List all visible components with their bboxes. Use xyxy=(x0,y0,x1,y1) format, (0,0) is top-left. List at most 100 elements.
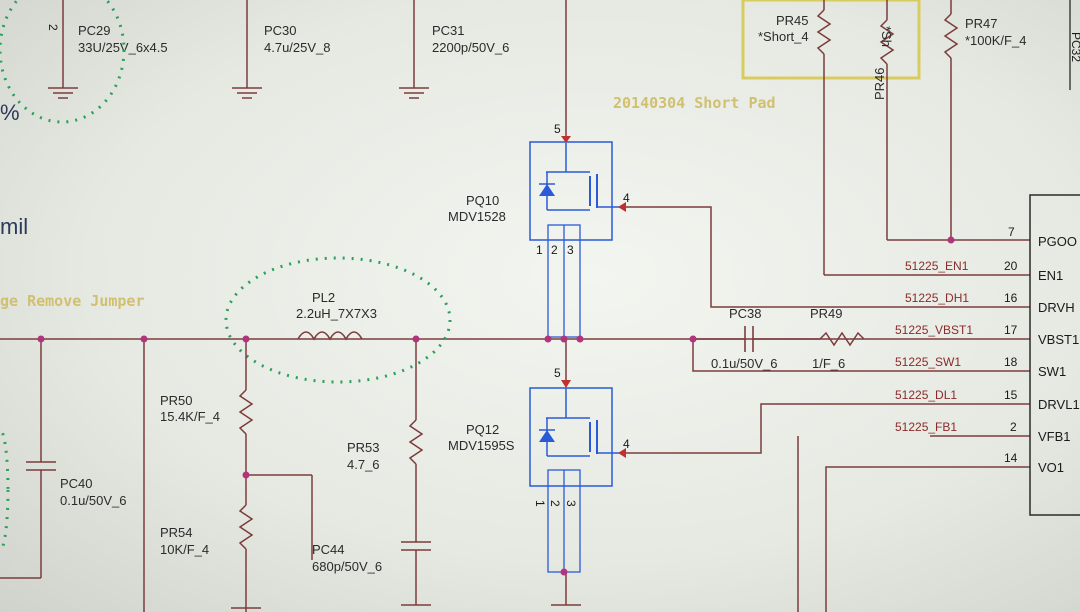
pq10-pin-drain: 5 xyxy=(554,122,561,136)
pr53-ref: PR53 xyxy=(347,440,380,455)
ic-pin-name: DRVH xyxy=(1038,300,1075,315)
jumper-note: ge Remove Jumper xyxy=(0,292,145,310)
resistor-pr47: PR47 *100K/F_4 xyxy=(943,0,1026,240)
junction-dots xyxy=(37,236,955,576)
pc30-value: 4.7u/25V_8 xyxy=(264,40,331,55)
pc31-value: 2200p/50V_6 xyxy=(432,40,509,55)
pr45-ref: PR45 xyxy=(776,13,809,28)
ic-pin-number: 17 xyxy=(1004,323,1018,337)
pc44-value: 680p/50V_6 xyxy=(312,559,382,574)
pq10-ref: PQ10 xyxy=(466,193,499,208)
pq12-pin-s1: 1 xyxy=(533,500,547,507)
pc29-ref: PC29 xyxy=(78,23,111,38)
pc30-ref: PC30 xyxy=(264,23,297,38)
sw1-wire xyxy=(692,339,1030,372)
pq12-part: MDV1595S xyxy=(448,438,515,453)
ic-pin-name: SW1 xyxy=(1038,364,1066,379)
pr45-value: *Short_4 xyxy=(758,29,809,44)
junction-dot xyxy=(947,236,955,244)
pq10-pin-s3: 3 xyxy=(567,243,574,257)
ic-pin-name: VFB1 xyxy=(1038,429,1071,444)
pr46-value: *Sh xyxy=(879,26,894,47)
capacitor-pc31: PC31 2200p/50V_6 xyxy=(399,0,509,99)
resistor-pr46: PR46 *Sh xyxy=(872,0,895,240)
pl2-value: 2.2uH_7X7X3 xyxy=(296,306,377,321)
capacitor-pc40: PC40 0.1u/50V_6 xyxy=(0,339,127,579)
pc29-dashed-highlight xyxy=(0,0,126,124)
ic-pin-vbst1: 51225_VBST1 17 VBST1 xyxy=(895,323,1079,347)
ic-pin-name: EN1 xyxy=(1038,268,1063,283)
pr49-value: 1/F_6 xyxy=(812,356,845,371)
mosfet-pq12: 5 4 1 2 3 PQ12 MDV1595S xyxy=(448,339,630,606)
dh1-wire xyxy=(626,206,1030,308)
ic-pin-number: 14 xyxy=(1004,451,1018,465)
junction-dot xyxy=(576,335,584,343)
junction-dot xyxy=(37,335,45,343)
pr46-ref: PR46 xyxy=(872,67,887,100)
ic-pin-name: DRVL1 xyxy=(1038,397,1080,412)
ic-pin-number: 7 xyxy=(1008,225,1015,239)
ic-pin-number: 15 xyxy=(1004,388,1018,402)
ic-pin-pgood: 7 PGOO xyxy=(1008,225,1077,249)
pr53-value: 4.7_6 xyxy=(347,457,380,472)
capacitor-pc30: PC30 4.7u/25V_8 xyxy=(232,0,331,99)
ic-pin-vo1: 14 VO1 xyxy=(1004,451,1064,475)
dl1-wire xyxy=(626,403,1030,454)
short-pad-note: 20140304 Short Pad xyxy=(613,94,776,112)
ic-pin-name: VBST1 xyxy=(1038,332,1079,347)
percent-sign: % xyxy=(0,100,20,125)
pc29-value: 33U/25V_6x4.5 xyxy=(78,40,168,55)
vo1-wire xyxy=(825,466,1030,612)
ic-pin-number: 18 xyxy=(1004,355,1018,369)
pq10-part: MDV1528 xyxy=(448,209,506,224)
ic-pin-sw1: 51225_SW1 18 SW1 xyxy=(895,355,1066,379)
ic-pin-drvl1: 51225_DL1 15 DRVL1 xyxy=(895,388,1080,412)
pc40-ref: PC40 xyxy=(60,476,93,491)
ic-partial-ref: PC32 xyxy=(1069,32,1080,62)
pc29-pin-label: 2 xyxy=(46,24,60,31)
junction-dot xyxy=(560,335,568,343)
pr54-ref: PR54 xyxy=(160,525,193,540)
ic-net-label: 51225_DL1 xyxy=(895,388,957,402)
resistor-pr49: PR49 1/F_6 xyxy=(810,306,865,371)
ic-pin-number: 20 xyxy=(1004,259,1018,273)
pq10-pin-s2: 2 xyxy=(551,243,558,257)
ic-net-label: 51225_VBST1 xyxy=(895,323,973,337)
pq12-ref: PQ12 xyxy=(466,422,499,437)
ic-net-label: 51225_SW1 xyxy=(895,355,961,369)
junction-dot xyxy=(689,335,697,343)
mil-text: mil xyxy=(0,214,28,239)
ic-net-label: 51225_FB1 xyxy=(895,420,957,434)
ic-pin-number: 2 xyxy=(1010,420,1017,434)
ic-pin-en1: 51225_EN1 20 EN1 xyxy=(905,259,1063,283)
pq12-pin-s2: 2 xyxy=(548,500,562,507)
junction-dot xyxy=(242,335,250,343)
resistor-pr50: PR50 15.4K/F_4 xyxy=(160,339,254,505)
junction-dot xyxy=(544,335,552,343)
junction-dot xyxy=(560,568,568,576)
resistor-pr45: PR45 *Short_4 xyxy=(758,0,1030,276)
pq12-pin-drain: 5 xyxy=(554,366,561,380)
ic-net-label: 51225_EN1 xyxy=(905,259,969,273)
ic-pin-vfb1: 51225_FB1 2 VFB1 xyxy=(895,420,1071,444)
ic-pin-number: 16 xyxy=(1004,291,1018,305)
pr47-ref: PR47 xyxy=(965,16,998,31)
junction-dot xyxy=(242,471,250,479)
capacitor-pc29: 2 PC29 33U/25V_6x4.5 xyxy=(46,0,168,99)
pq10-pin-s1: 1 xyxy=(536,243,543,257)
pl2-dashed-highlight xyxy=(224,256,452,384)
pc31-ref: PC31 xyxy=(432,23,465,38)
pc44-ref: PC44 xyxy=(312,542,345,557)
pc38-value: 0.1u/50V_6 xyxy=(711,356,778,371)
pq12-pin-gate: 4 xyxy=(623,437,630,451)
pr47-value: *100K/F_4 xyxy=(965,33,1026,48)
ic-pin-drvh: 51225_DH1 16 DRVH xyxy=(905,291,1075,315)
pr54-value: 10K/F_4 xyxy=(160,542,209,557)
capacitor-pc44: PC44 680p/50V_6 xyxy=(312,542,382,574)
mosfet-pq10: 5 4 1 2 3 PQ10 MDV1528 xyxy=(448,122,630,338)
pc40-value: 0.1u/50V_6 xyxy=(60,493,127,508)
pr50-value: 15.4K/F_4 xyxy=(160,409,220,424)
resistor-pr53: PR53 4.7_6 xyxy=(347,339,431,606)
